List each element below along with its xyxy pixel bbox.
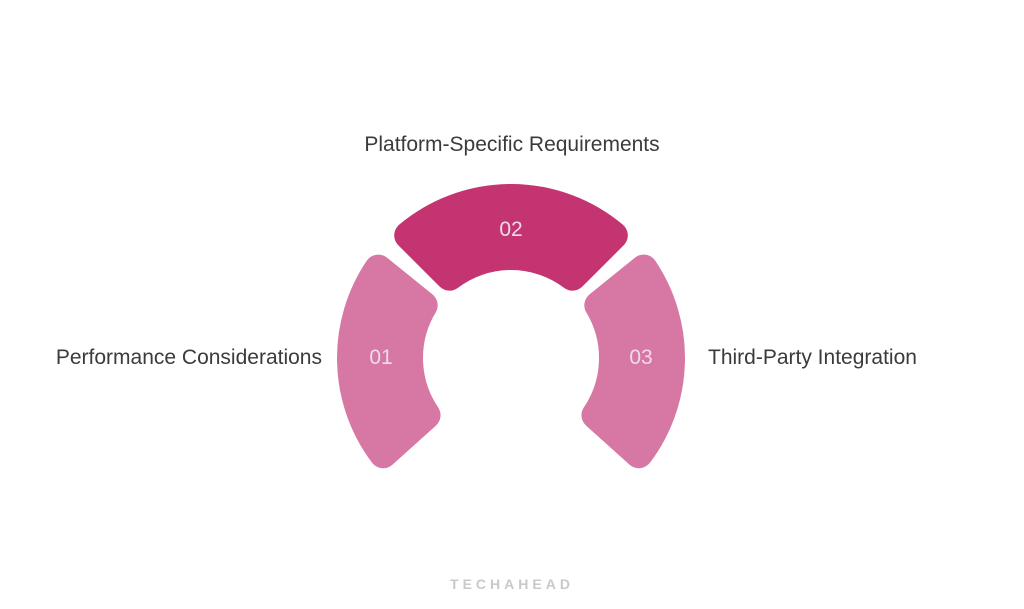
segment-arc-03 (581, 254, 685, 469)
segment-number-02: 02 (499, 218, 523, 241)
segment-arc-01 (337, 254, 441, 469)
segment-arc-02 (394, 184, 628, 291)
label-third-party-integration: Third-Party Integration (708, 346, 917, 369)
segment-number-03: 03 (629, 346, 653, 369)
segment-number-01: 01 (369, 346, 393, 369)
label-performance-considerations: Performance Considerations (55, 346, 322, 369)
techahead-logo: TECHAHEAD (450, 576, 574, 592)
label-platform-specific-requirements: Platform-Specific Requirements (364, 133, 660, 156)
